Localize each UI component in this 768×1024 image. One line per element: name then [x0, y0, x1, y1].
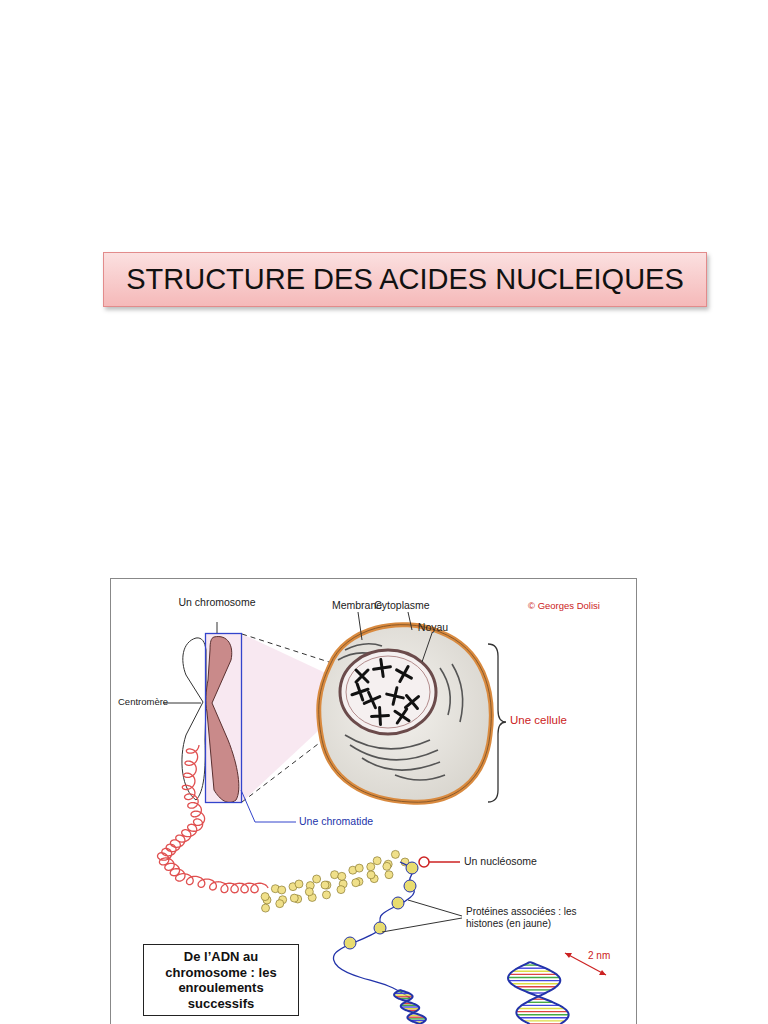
figure-frame — [111, 579, 637, 1024]
cell-membrane — [319, 625, 492, 803]
leader-line — [217, 622, 218, 633]
leader-line — [241, 790, 296, 822]
leader-line — [358, 612, 362, 640]
endoplasmic-reticulum — [338, 644, 463, 780]
caption-box: De l’ADN au chromosome : les enroulement… — [143, 944, 299, 1016]
part-label: Noyau — [403, 621, 463, 633]
leader-line — [382, 918, 462, 932]
nuclear-envelope — [346, 656, 430, 728]
copyright-watermark: © Georges Dolisi — [528, 601, 638, 612]
part-label: Une cellule — [510, 714, 600, 727]
part-label: Protéines associées : les histones (en j… — [466, 906, 616, 929]
part-label: Un nucléosome — [464, 855, 574, 867]
leader-line — [408, 900, 462, 916]
part-label: Cytoplasme — [357, 599, 447, 611]
chromatid-right — [206, 637, 239, 803]
title-text: STRUCTURE DES ACIDES NUCLEIQUES — [126, 263, 684, 296]
cell-outline — [319, 625, 492, 803]
title-banner: STRUCTURE DES ACIDES NUCLEIQUES — [103, 252, 707, 307]
part-label: Centromère — [118, 697, 168, 708]
part-label: Une chromatide — [299, 815, 409, 827]
chromatid-left — [182, 638, 206, 800]
dimension-label: 2 nm — [588, 950, 628, 962]
caption-text: De l’ADN au chromosome : les enroulement… — [150, 949, 292, 1011]
leader-line — [422, 633, 432, 662]
leader-line — [163, 703, 201, 704]
chromatid-frame — [206, 634, 242, 803]
nucleosome-marker — [419, 857, 429, 867]
nucleus — [340, 650, 436, 734]
bracket — [488, 644, 506, 802]
part-label: Un chromosome — [172, 596, 262, 608]
leader-line — [408, 612, 412, 630]
leader-line — [429, 861, 460, 863]
nucleus-chromosomes — [352, 660, 419, 725]
